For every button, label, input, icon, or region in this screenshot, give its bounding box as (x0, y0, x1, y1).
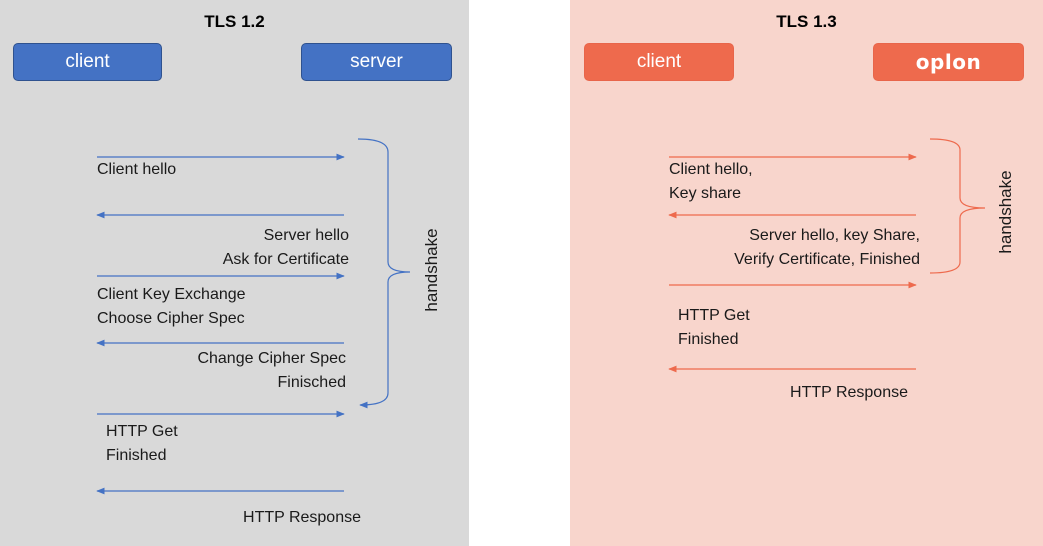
tls12-msg-client-hello: Client hello (97, 161, 177, 178)
tls12-msg-change-cipher-spec: Change Cipher Spec Finisched (197, 350, 346, 391)
tls12-client-box: client (13, 43, 162, 81)
tls13-oplon-logo: oplon (873, 43, 1024, 81)
tls12-handshake-label: handshake (422, 228, 441, 312)
tls12-server-box: server (301, 43, 452, 81)
tls13-msg-client-hello: Client hello, Key share (669, 161, 753, 202)
tls13-msg-http-get: HTTP Get Finished (678, 307, 750, 348)
tls13-title: TLS 1.3 (776, 12, 837, 31)
tls13-client-box: client (584, 43, 734, 81)
tls12-msg-client-key-exchange: Client Key Exchange Choose Cipher Spec (97, 286, 246, 327)
tls13-msg-server-hello: Server hello, key Share, Verify Certific… (734, 227, 920, 268)
tls13-panel: TLS 1.3 client oplon Client hello, Key s… (570, 0, 1043, 546)
tls12-msg-http-response: HTTP Response (243, 509, 361, 526)
tls13-handshake-label: handshake (996, 170, 1015, 254)
tls13-msg-http-response: HTTP Response (790, 384, 908, 401)
tls12-title: TLS 1.2 (204, 12, 265, 31)
tls12-panel: TLS 1.2 client server Client hello Serve… (0, 0, 469, 546)
tls12-msg-http-get: HTTP Get Finished (106, 423, 178, 464)
tls12-msg-server-hello: Server hello Ask for Certificate (222, 227, 349, 268)
